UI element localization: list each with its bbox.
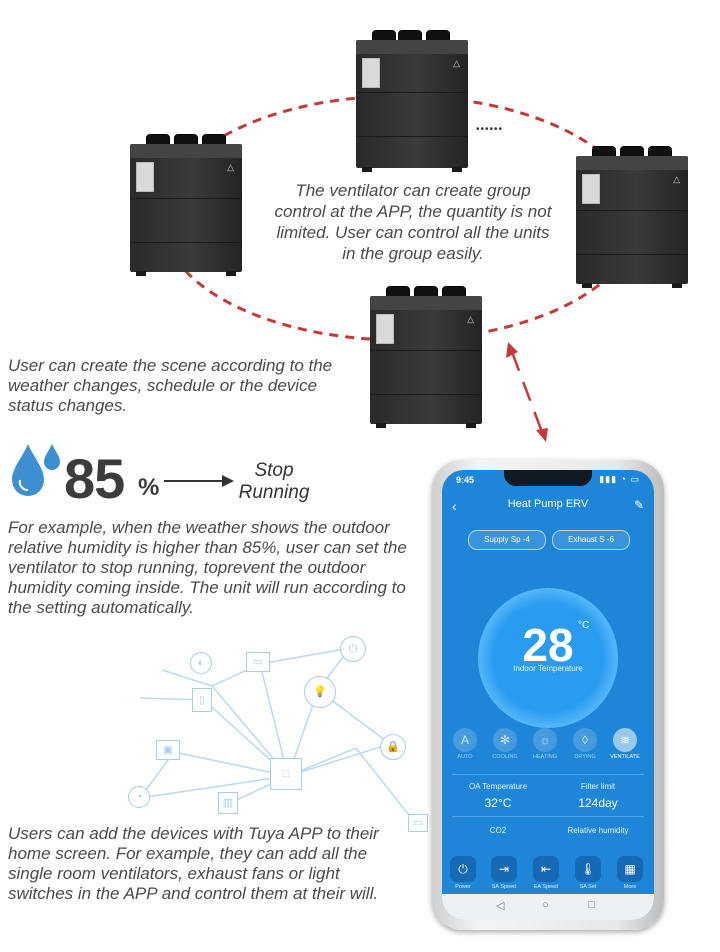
continuation-dots: •••••• — [476, 124, 504, 135]
exhaust-icon: ⇤ — [533, 856, 559, 882]
app-header: ‹ Heat Pump ERV ✎ — [442, 498, 654, 518]
signal-icon: ▮▮▮ ◔ ▭ — [599, 474, 640, 484]
ventilator-unit-left: △ — [130, 134, 242, 276]
indoor-temperature-value: 28 — [522, 619, 574, 671]
supply-speed-pill[interactable]: Supply Sp -4 — [468, 530, 546, 550]
divider — [452, 816, 644, 817]
network-node-icon: ▭ — [408, 814, 428, 832]
network-node-icon: ▥ — [218, 792, 238, 814]
nav-recent-icon[interactable]: □ — [588, 899, 595, 911]
nav-back-icon[interactable]: ◁ — [496, 900, 505, 912]
network-node-icon: 🔒 — [380, 734, 406, 760]
status-bar: 9:45 ▮▮▮ ◔ ▭ — [442, 470, 654, 490]
humidity-unit: % — [138, 474, 160, 501]
divider — [452, 774, 644, 775]
network-node-icon: 💡 — [304, 676, 336, 708]
droplet-icon: ◊ — [573, 728, 597, 752]
temperature-dial — [478, 588, 618, 728]
edit-icon[interactable]: ✎ — [633, 498, 644, 512]
network-hub-icon: □ — [270, 758, 302, 790]
filter-limit-label: Filter limit — [580, 782, 616, 791]
stop-line: Stop — [254, 460, 294, 481]
filter-limit-value: 124day — [578, 796, 618, 810]
sun-icon: ☼ — [533, 728, 557, 752]
nav-home-icon[interactable]: ○ — [542, 899, 549, 911]
android-nav-bar: ◁ ○ □ — [442, 894, 654, 920]
stop-running-text: Stop Running — [230, 460, 318, 504]
grid-icon: ▦ — [617, 856, 643, 882]
back-icon[interactable]: ‹ — [452, 498, 457, 514]
auto-icon: A — [453, 728, 477, 752]
phone-notch — [504, 470, 592, 486]
exhaust-speed-pill[interactable]: Exhaust S -6 — [552, 530, 630, 550]
network-node-icon: ▭ — [246, 652, 270, 672]
warning-icon: △ — [453, 58, 460, 68]
network-node-icon: ◐ — [190, 652, 212, 674]
oa-temperature-label: OA Temperature — [468, 782, 528, 791]
sa-speed-button[interactable]: ⇥ SA Speed — [487, 856, 521, 890]
relative-humidity-label: Relative humidity — [567, 826, 629, 835]
scene-text: User can create the scene according to t… — [8, 356, 333, 415]
humidity-value: 85 — [64, 447, 125, 510]
ventilator-unit-right: △ — [576, 146, 688, 288]
power-button[interactable]: ⏻ Power — [446, 856, 480, 890]
app-title: Heat Pump ERV — [507, 498, 589, 510]
mode-drying-button[interactable]: ◊ DRYING — [570, 728, 600, 760]
mode-cooling-button[interactable]: ✻ COOLING — [490, 728, 520, 760]
wind-icon: ≋ — [613, 728, 637, 752]
oa-temperature-value: 32°C — [484, 796, 512, 810]
ventilator-unit-bottom: △ — [370, 286, 482, 428]
supply-icon: ⇥ — [491, 856, 517, 882]
device-network — [139, 647, 417, 825]
arrow-right-icon — [164, 475, 234, 487]
water-drops-icon — [12, 444, 60, 496]
temperature-unit: °C — [578, 620, 590, 631]
app-screen: 9:45 ▮▮▮ ◔ ▭ ‹ Heat Pump ERV ✎ Supply Sp… — [442, 470, 654, 920]
status-time: 9:45 — [456, 475, 475, 485]
ventilator-unit-top: △ — [356, 30, 468, 172]
network-node-icon: ▯ — [192, 688, 212, 712]
smartphone: 9:45 ▮▮▮ ◔ ▭ ‹ Heat Pump ERV ✎ Supply Sp… — [432, 460, 664, 930]
group-control-text: The ventilator can create group control … — [274, 181, 552, 263]
warning-icon: △ — [227, 162, 234, 172]
mode-auto-button[interactable]: A AUTO — [450, 728, 480, 760]
warning-icon: △ — [673, 174, 680, 184]
ea-speed-button[interactable]: ⇤ EA Speed — [529, 856, 563, 890]
network-node-icon: ⏻ — [340, 636, 366, 662]
running-line: Running — [238, 482, 310, 503]
example-text: For example, when the weather shows the … — [8, 518, 407, 617]
co2-label: CO2 — [489, 826, 507, 835]
power-icon: ⏻ — [450, 856, 476, 882]
mode-heating-button[interactable]: ☼ HEATING — [530, 728, 560, 760]
mode-ventilate-button[interactable]: ≋ VENTILATE — [610, 728, 640, 760]
warning-icon: △ — [467, 314, 474, 324]
snowflake-icon: ✻ — [493, 728, 517, 752]
more-button[interactable]: ▦ More — [613, 856, 647, 890]
network-node-icon: ▣ — [156, 740, 180, 760]
network-node-icon: ◔ — [128, 786, 150, 808]
tuya-text: Users can add the devices with Tuya APP … — [8, 824, 379, 903]
thermometer-icon: 🌡 — [575, 856, 601, 882]
sa-set-button[interactable]: 🌡 SA Set — [571, 856, 605, 890]
indoor-temperature-label: Indoor Temperature — [513, 664, 583, 673]
sync-arrow — [506, 342, 548, 442]
